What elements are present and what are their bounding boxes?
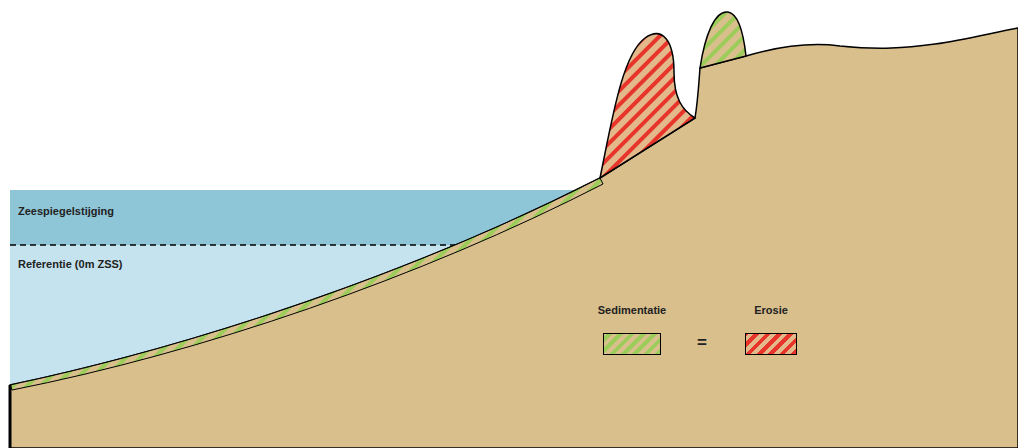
legend-swatch [745, 333, 797, 355]
dune-erosion [600, 34, 695, 178]
shoreface-sedimentation [10, 178, 603, 390]
sand-body [10, 28, 1018, 448]
legend-swatch [603, 333, 661, 355]
dune-sedimentation [700, 12, 746, 68]
reference-label: Referentie (0m ZSS) [18, 258, 123, 270]
band-label: Zeespiegelstijging [18, 205, 114, 217]
equals-sign: = [697, 333, 707, 353]
legend-label: Erosie [754, 304, 788, 316]
profile-edge [9, 385, 12, 448]
legend-label: Sedimentatie [598, 304, 666, 316]
